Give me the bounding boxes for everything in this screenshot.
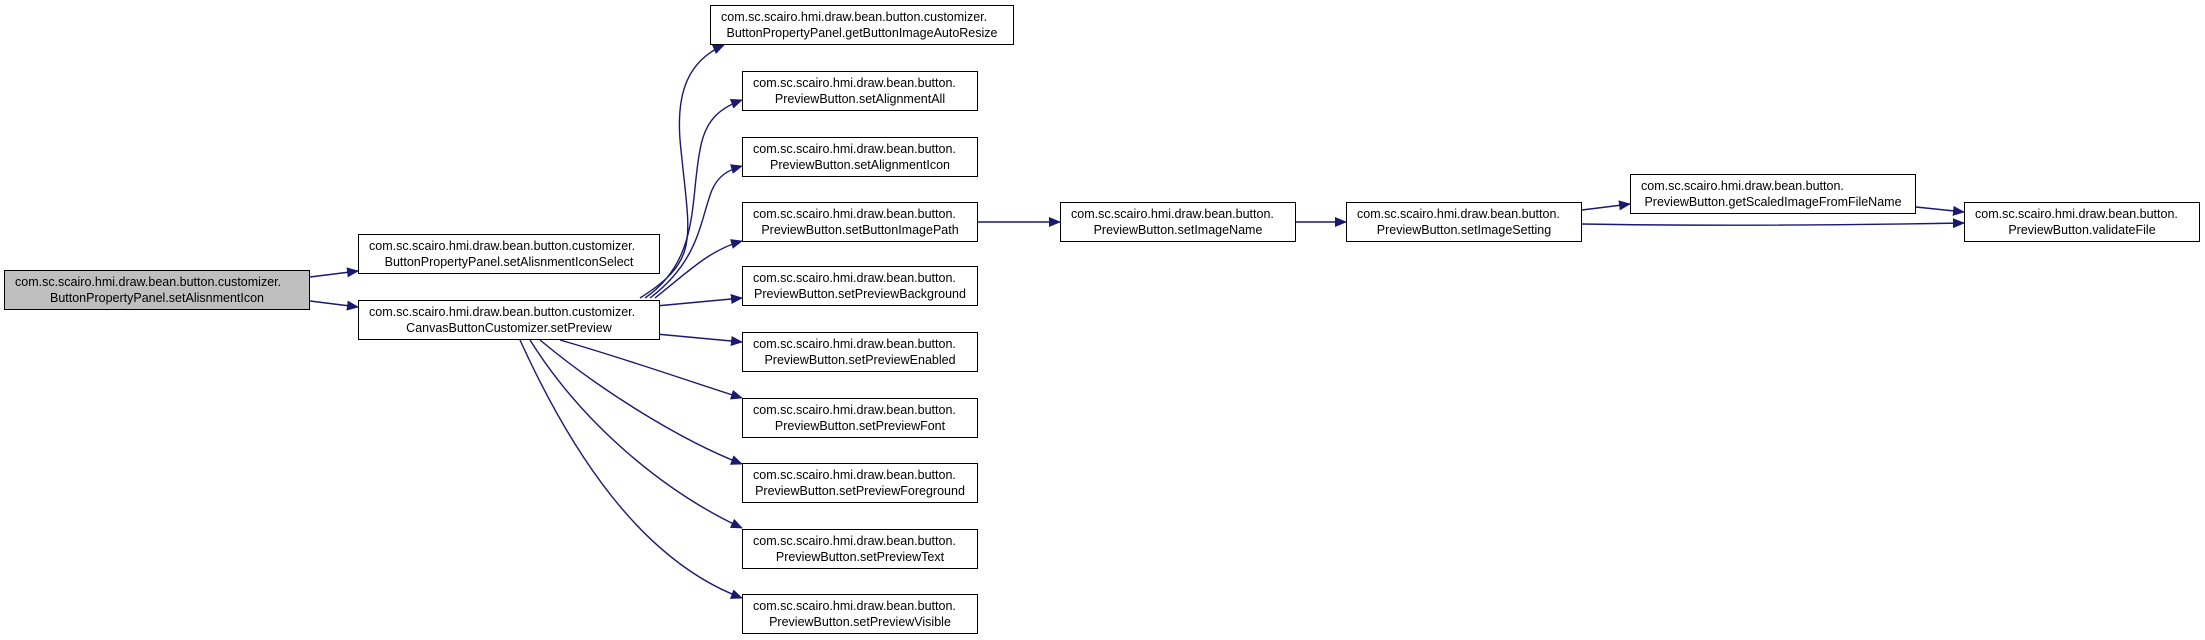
node-setAlignmentAll-line1: com.sc.scairo.hmi.draw.bean.button. (753, 76, 956, 90)
node-validateFile-line1: com.sc.scairo.hmi.draw.bean.button. (1975, 207, 2178, 221)
edge-setPreview-to-setAlignmentAll (644, 99, 743, 299)
node-setPreviewForeground-line1: com.sc.scairo.hmi.draw.bean.button. (753, 468, 956, 482)
node-setAlisnmentIconSelect-line2: ButtonPropertyPanel.setAlisnmentIconSele… (384, 255, 634, 269)
node-setPreviewEnabled[interactable]: com.sc.scairo.hmi.draw.bean.button. Prev… (742, 332, 978, 372)
node-root[interactable]: com.sc.scairo.hmi.draw.bean.button.custo… (4, 270, 310, 310)
node-getScaledImageFromFileName-line2: PreviewButton.getScaledImageFromFileName (1644, 195, 1902, 209)
edge-root-to-setPreview (309, 300, 359, 311)
edge-setPreview-to-setAlignmentIcon (649, 164, 743, 299)
edge-setPreview-to-setPreviewFont (559, 339, 743, 400)
node-setButtonImagePath-line1: com.sc.scairo.hmi.draw.bean.button. (753, 207, 956, 221)
node-setAlignmentAll-line2: PreviewButton.setAlignmentAll (774, 92, 946, 106)
node-setPreview[interactable]: com.sc.scairo.hmi.draw.bean.button.custo… (358, 300, 660, 340)
node-setPreviewEnabled-line1: com.sc.scairo.hmi.draw.bean.button. (753, 337, 956, 351)
node-setPreviewForeground[interactable]: com.sc.scairo.hmi.draw.bean.button. Prev… (742, 463, 978, 503)
node-setImageSetting-line1: com.sc.scairo.hmi.draw.bean.button. (1357, 207, 1560, 221)
edge-setPreview-to-setPreviewEnabled (655, 333, 743, 346)
node-getButtonImageAutoResize[interactable]: com.sc.scairo.hmi.draw.bean.button.custo… (710, 5, 1014, 45)
node-setPreviewVisible-line2: PreviewButton.setPreviewVisible (769, 615, 951, 629)
node-setButtonImagePath-line2: PreviewButton.setButtonImagePath (761, 223, 959, 237)
node-setPreviewFont-line1: com.sc.scairo.hmi.draw.bean.button. (753, 403, 956, 417)
edge-setPreview-to-setPreviewBackground (655, 294, 743, 307)
node-setImageName-line2: PreviewButton.setImageName (1093, 223, 1263, 237)
node-setPreviewVisible[interactable]: com.sc.scairo.hmi.draw.bean.button. Prev… (742, 594, 978, 634)
node-setPreviewVisible-line1: com.sc.scairo.hmi.draw.bean.button. (753, 599, 956, 613)
edge-setPreview-to-setPreviewText (529, 339, 743, 529)
node-setPreviewText-line2: PreviewButton.setPreviewText (775, 550, 945, 564)
node-getScaledImageFromFileName-line1: com.sc.scairo.hmi.draw.bean.button. (1641, 179, 1844, 193)
node-setPreviewText-line1: com.sc.scairo.hmi.draw.bean.button. (753, 534, 956, 548)
node-setImageSetting-line2: PreviewButton.setImageSetting (1376, 223, 1552, 237)
node-setPreviewText[interactable]: com.sc.scairo.hmi.draw.bean.button. Prev… (742, 529, 978, 569)
edge-getScaledImageFromFileName-to-validateFile (1915, 205, 1965, 216)
node-setImageName-line1: com.sc.scairo.hmi.draw.bean.button. (1071, 207, 1274, 221)
node-setPreviewBackground-line2: PreviewButton.setPreviewBackground (754, 287, 966, 301)
node-setAlignmentIcon-line2: PreviewButton.setAlignmentIcon (770, 158, 950, 172)
node-setAlisnmentIconSelect[interactable]: com.sc.scairo.hmi.draw.bean.button.custo… (358, 234, 660, 274)
node-setPreview-line2: CanvasButtonCustomizer.setPreview (406, 321, 612, 335)
node-setPreviewFont[interactable]: com.sc.scairo.hmi.draw.bean.button. Prev… (742, 398, 978, 438)
node-setPreviewBackground[interactable]: com.sc.scairo.hmi.draw.bean.button. Prev… (742, 266, 978, 306)
node-validateFile-line2: PreviewButton.validateFile (2008, 223, 2156, 237)
node-setImageSetting[interactable]: com.sc.scairo.hmi.draw.bean.button. Prev… (1346, 202, 1582, 242)
node-setPreviewEnabled-line2: PreviewButton.setPreviewEnabled (764, 353, 956, 367)
edge-root-to-setAlisnmentIconSelect (309, 267, 359, 278)
edge-setPreview-to-getButtonImageAutoResize (639, 44, 725, 299)
node-setAlignmentIcon-line1: com.sc.scairo.hmi.draw.bean.button. (753, 142, 956, 156)
node-setAlignmentAll[interactable]: com.sc.scairo.hmi.draw.bean.button. Prev… (742, 71, 978, 111)
node-root-line1: com.sc.scairo.hmi.draw.bean.button.custo… (15, 275, 282, 289)
node-setPreviewBackground-line1: com.sc.scairo.hmi.draw.bean.button. (753, 271, 956, 285)
node-setImageName[interactable]: com.sc.scairo.hmi.draw.bean.button. Prev… (1060, 202, 1296, 242)
edge-setImageSetting-to-getScaledImageFromFileName (1581, 200, 1631, 211)
node-validateFile[interactable]: com.sc.scairo.hmi.draw.bean.button. Prev… (1964, 202, 2200, 242)
node-setAlisnmentIconSelect-line1: com.sc.scairo.hmi.draw.bean.button.custo… (369, 239, 636, 253)
node-setPreview-line1: com.sc.scairo.hmi.draw.bean.button.custo… (369, 305, 636, 319)
node-getButtonImageAutoResize-line1: com.sc.scairo.hmi.draw.bean.button.custo… (721, 10, 988, 24)
node-getButtonImageAutoResize-line2: ButtonPropertyPanel.getButtonImageAutoRe… (726, 26, 998, 40)
edge-setPreview-to-setPreviewVisible (519, 339, 743, 599)
node-root-line2: ButtonPropertyPanel.setAlisnmentIcon (49, 291, 264, 305)
edge-setPreview-to-setPreviewForeground (539, 339, 743, 465)
edge-setImageSetting-to-validateFile (1581, 218, 1965, 229)
edge-setPreview-to-setButtonImagePath (654, 239, 743, 299)
node-setAlignmentIcon[interactable]: com.sc.scairo.hmi.draw.bean.button. Prev… (742, 137, 978, 177)
node-setPreviewForeground-line2: PreviewButton.setPreviewForeground (755, 484, 965, 498)
node-setPreviewFont-line2: PreviewButton.setPreviewFont (774, 419, 946, 433)
node-setButtonImagePath[interactable]: com.sc.scairo.hmi.draw.bean.button. Prev… (742, 202, 978, 242)
node-getScaledImageFromFileName[interactable]: com.sc.scairo.hmi.draw.bean.button. Prev… (1630, 174, 1916, 214)
